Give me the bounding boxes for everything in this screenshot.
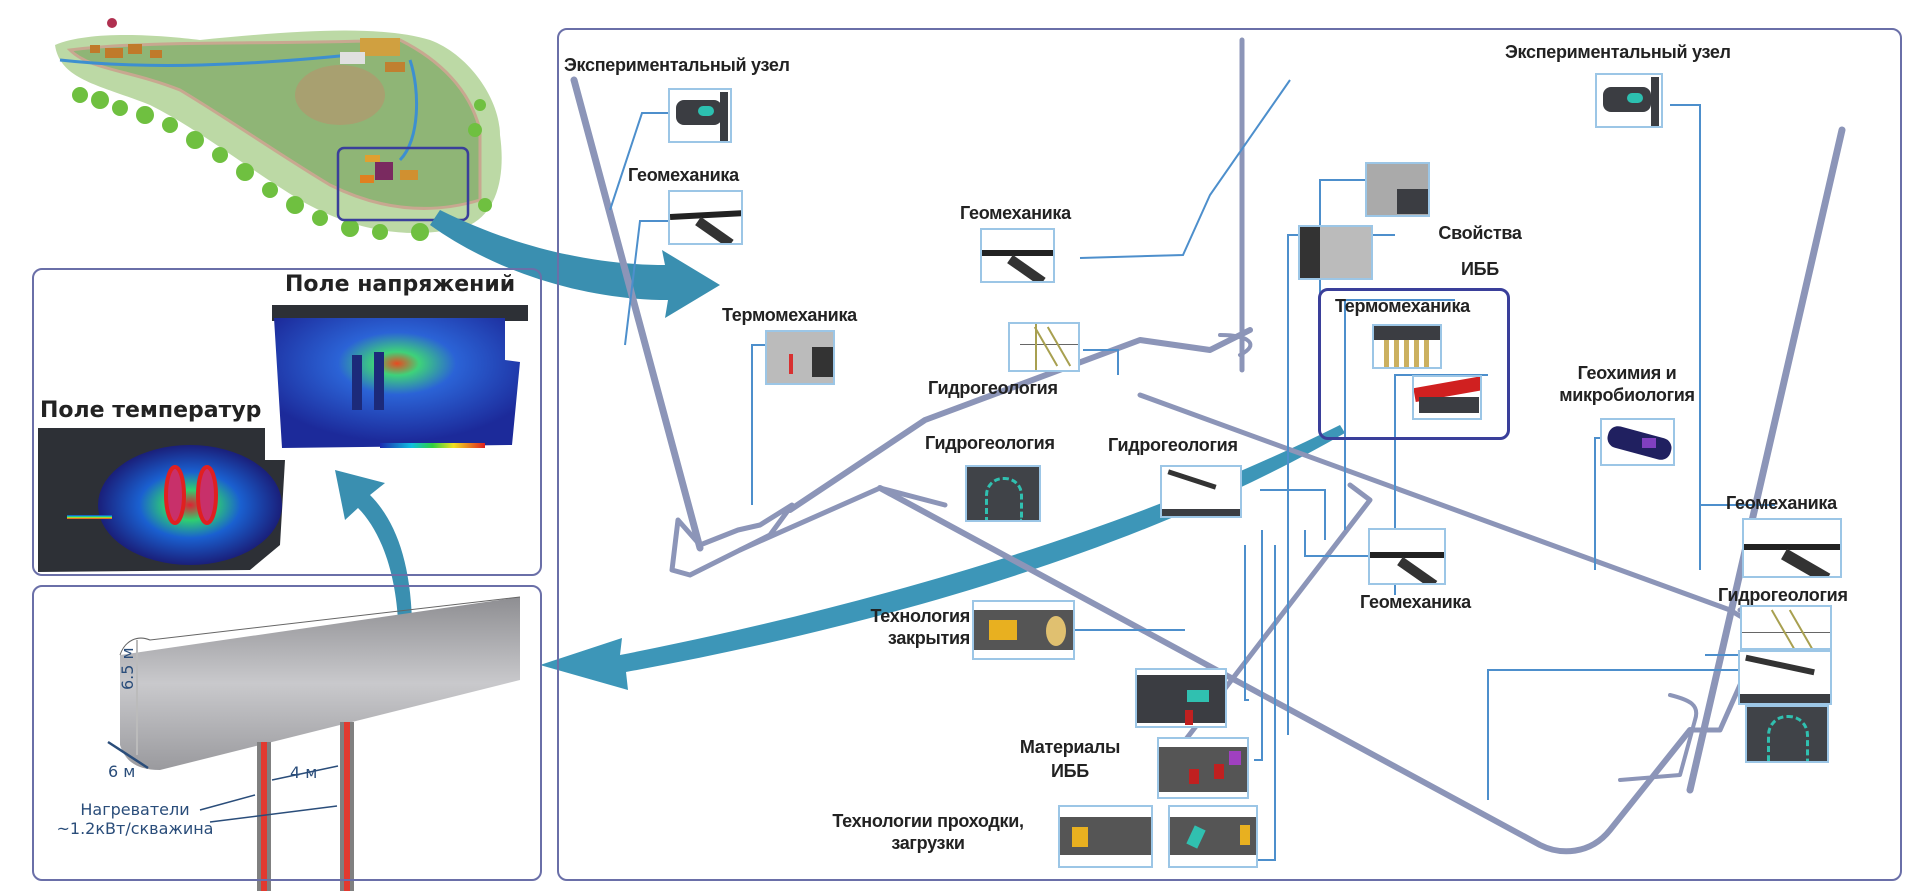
label-geochem-line1: Геохимия и — [1577, 363, 1677, 383]
tunnel-height-label: 6.5 м — [118, 647, 137, 690]
stress-field-title: Поле напряжений — [285, 272, 516, 297]
temperature-field-model — [38, 428, 285, 572]
label-geomech-center: Геомеханика — [960, 203, 1071, 223]
label-ebs-materials: Материалы ИББ — [1000, 735, 1140, 783]
thumb-thermomech-right-1[interactable] — [1372, 324, 1442, 369]
label-closure-tech-line2: закрытия — [887, 628, 970, 648]
thumb-hydrogeo-right-3[interactable] — [1745, 705, 1829, 763]
thumb-geomech-top-left[interactable] — [668, 190, 743, 245]
arrow-site-to-main — [430, 210, 720, 318]
thumb-hydrogeo-mid-left[interactable] — [965, 465, 1041, 522]
thumb-exp-node-left[interactable] — [668, 88, 732, 143]
label-geomech-top-left: Геомеханика — [628, 165, 739, 185]
label-hydrogeo-center: Гидрогеология — [928, 378, 1058, 398]
thumb-thermomech-left[interactable] — [765, 330, 835, 385]
tunnel-width-label: 6 м — [108, 762, 136, 781]
label-geomech-right: Геомеханика — [1726, 493, 1837, 513]
label-exp-node-right: Экспериментальный узел — [1505, 42, 1731, 62]
thumb-drift-tech-2[interactable] — [1168, 805, 1258, 868]
borehole-spacing-label: 4 м — [290, 763, 318, 782]
stress-field-model — [272, 305, 528, 448]
label-closure-tech-line1: Технология — [870, 606, 970, 626]
heater-tunnel-panel — [32, 585, 542, 881]
thumb-geomech-center[interactable] — [980, 228, 1055, 283]
label-geochem-line2: микробиология — [1559, 385, 1695, 405]
thumb-ebs-properties-1[interactable] — [1365, 162, 1430, 217]
thumb-exp-node-right[interactable] — [1595, 73, 1663, 128]
fields-panel — [32, 268, 542, 576]
label-ebs-materials-line1: Материалы — [1019, 737, 1121, 757]
thumb-closure-tech[interactable] — [972, 600, 1075, 660]
label-hydrogeo-mid: Гидрогеология — [1108, 435, 1238, 455]
thumb-hydrogeo-mid[interactable] — [1160, 465, 1242, 518]
heaters-label: Нагреватели ~1.2кВт/скважина — [40, 800, 230, 838]
thumb-hydrogeo-right-1[interactable] — [1740, 605, 1832, 650]
thumb-geomech-lower-center[interactable] — [1368, 528, 1446, 585]
heaters-label-line1: Нагреватели — [80, 800, 190, 819]
heater-tunnel-model — [107, 596, 521, 891]
temperature-field-title: Поле температур — [40, 398, 262, 423]
thumb-hydrogeo-right-2[interactable] — [1738, 650, 1832, 705]
label-thermomech-left: Термомеханика — [722, 305, 857, 325]
thumb-thermomech-right-2[interactable] — [1412, 375, 1482, 420]
site-highlight-box — [336, 146, 470, 222]
label-drift-tech-line1: Технологии проходки, — [832, 811, 1024, 831]
label-hydrogeo-mid-left: Гидрогеология — [925, 433, 1055, 453]
site-map — [55, 18, 502, 241]
label-exp-node-left: Экспериментальный узел — [564, 55, 790, 75]
label-ebs-materials-line2: ИББ — [1051, 761, 1089, 781]
thumb-ebs-materials-1[interactable] — [1135, 668, 1227, 728]
arrow-thermomech-to-heater — [540, 425, 1345, 690]
heaters-label-line2: ~1.2кВт/скважина — [56, 819, 214, 838]
label-ebs-properties: Свойства ИББ — [1430, 215, 1530, 287]
main-network-panel — [557, 28, 1902, 881]
label-thermomech-right: Термомеханика — [1335, 296, 1470, 316]
label-geochem: Геохимия и микробиология — [1552, 362, 1702, 406]
thumb-geomech-right[interactable] — [1742, 518, 1842, 578]
label-geomech-lower-center: Геомеханика — [1360, 592, 1471, 612]
label-ebs-properties-line2: ИББ — [1461, 259, 1499, 279]
thumb-drift-tech-1[interactable] — [1058, 805, 1153, 868]
label-closure-tech: Технология закрытия — [840, 605, 970, 649]
label-hydrogeo-right: Гидрогеология — [1718, 585, 1848, 605]
thumb-ebs-materials-2[interactable] — [1157, 737, 1249, 799]
thumb-hydrogeo-center[interactable] — [1008, 322, 1080, 372]
label-drift-tech: Технологии проходки, загрузки — [808, 810, 1048, 854]
label-ebs-properties-line1: Свойства — [1438, 223, 1522, 243]
thumb-geochem[interactable] — [1600, 418, 1675, 466]
thermomechanics-highlight-box — [1318, 288, 1510, 440]
arrow-heater-to-fields — [335, 470, 412, 620]
thumb-ebs-properties-2[interactable] — [1298, 225, 1373, 280]
label-drift-tech-line2: загрузки — [891, 833, 965, 853]
